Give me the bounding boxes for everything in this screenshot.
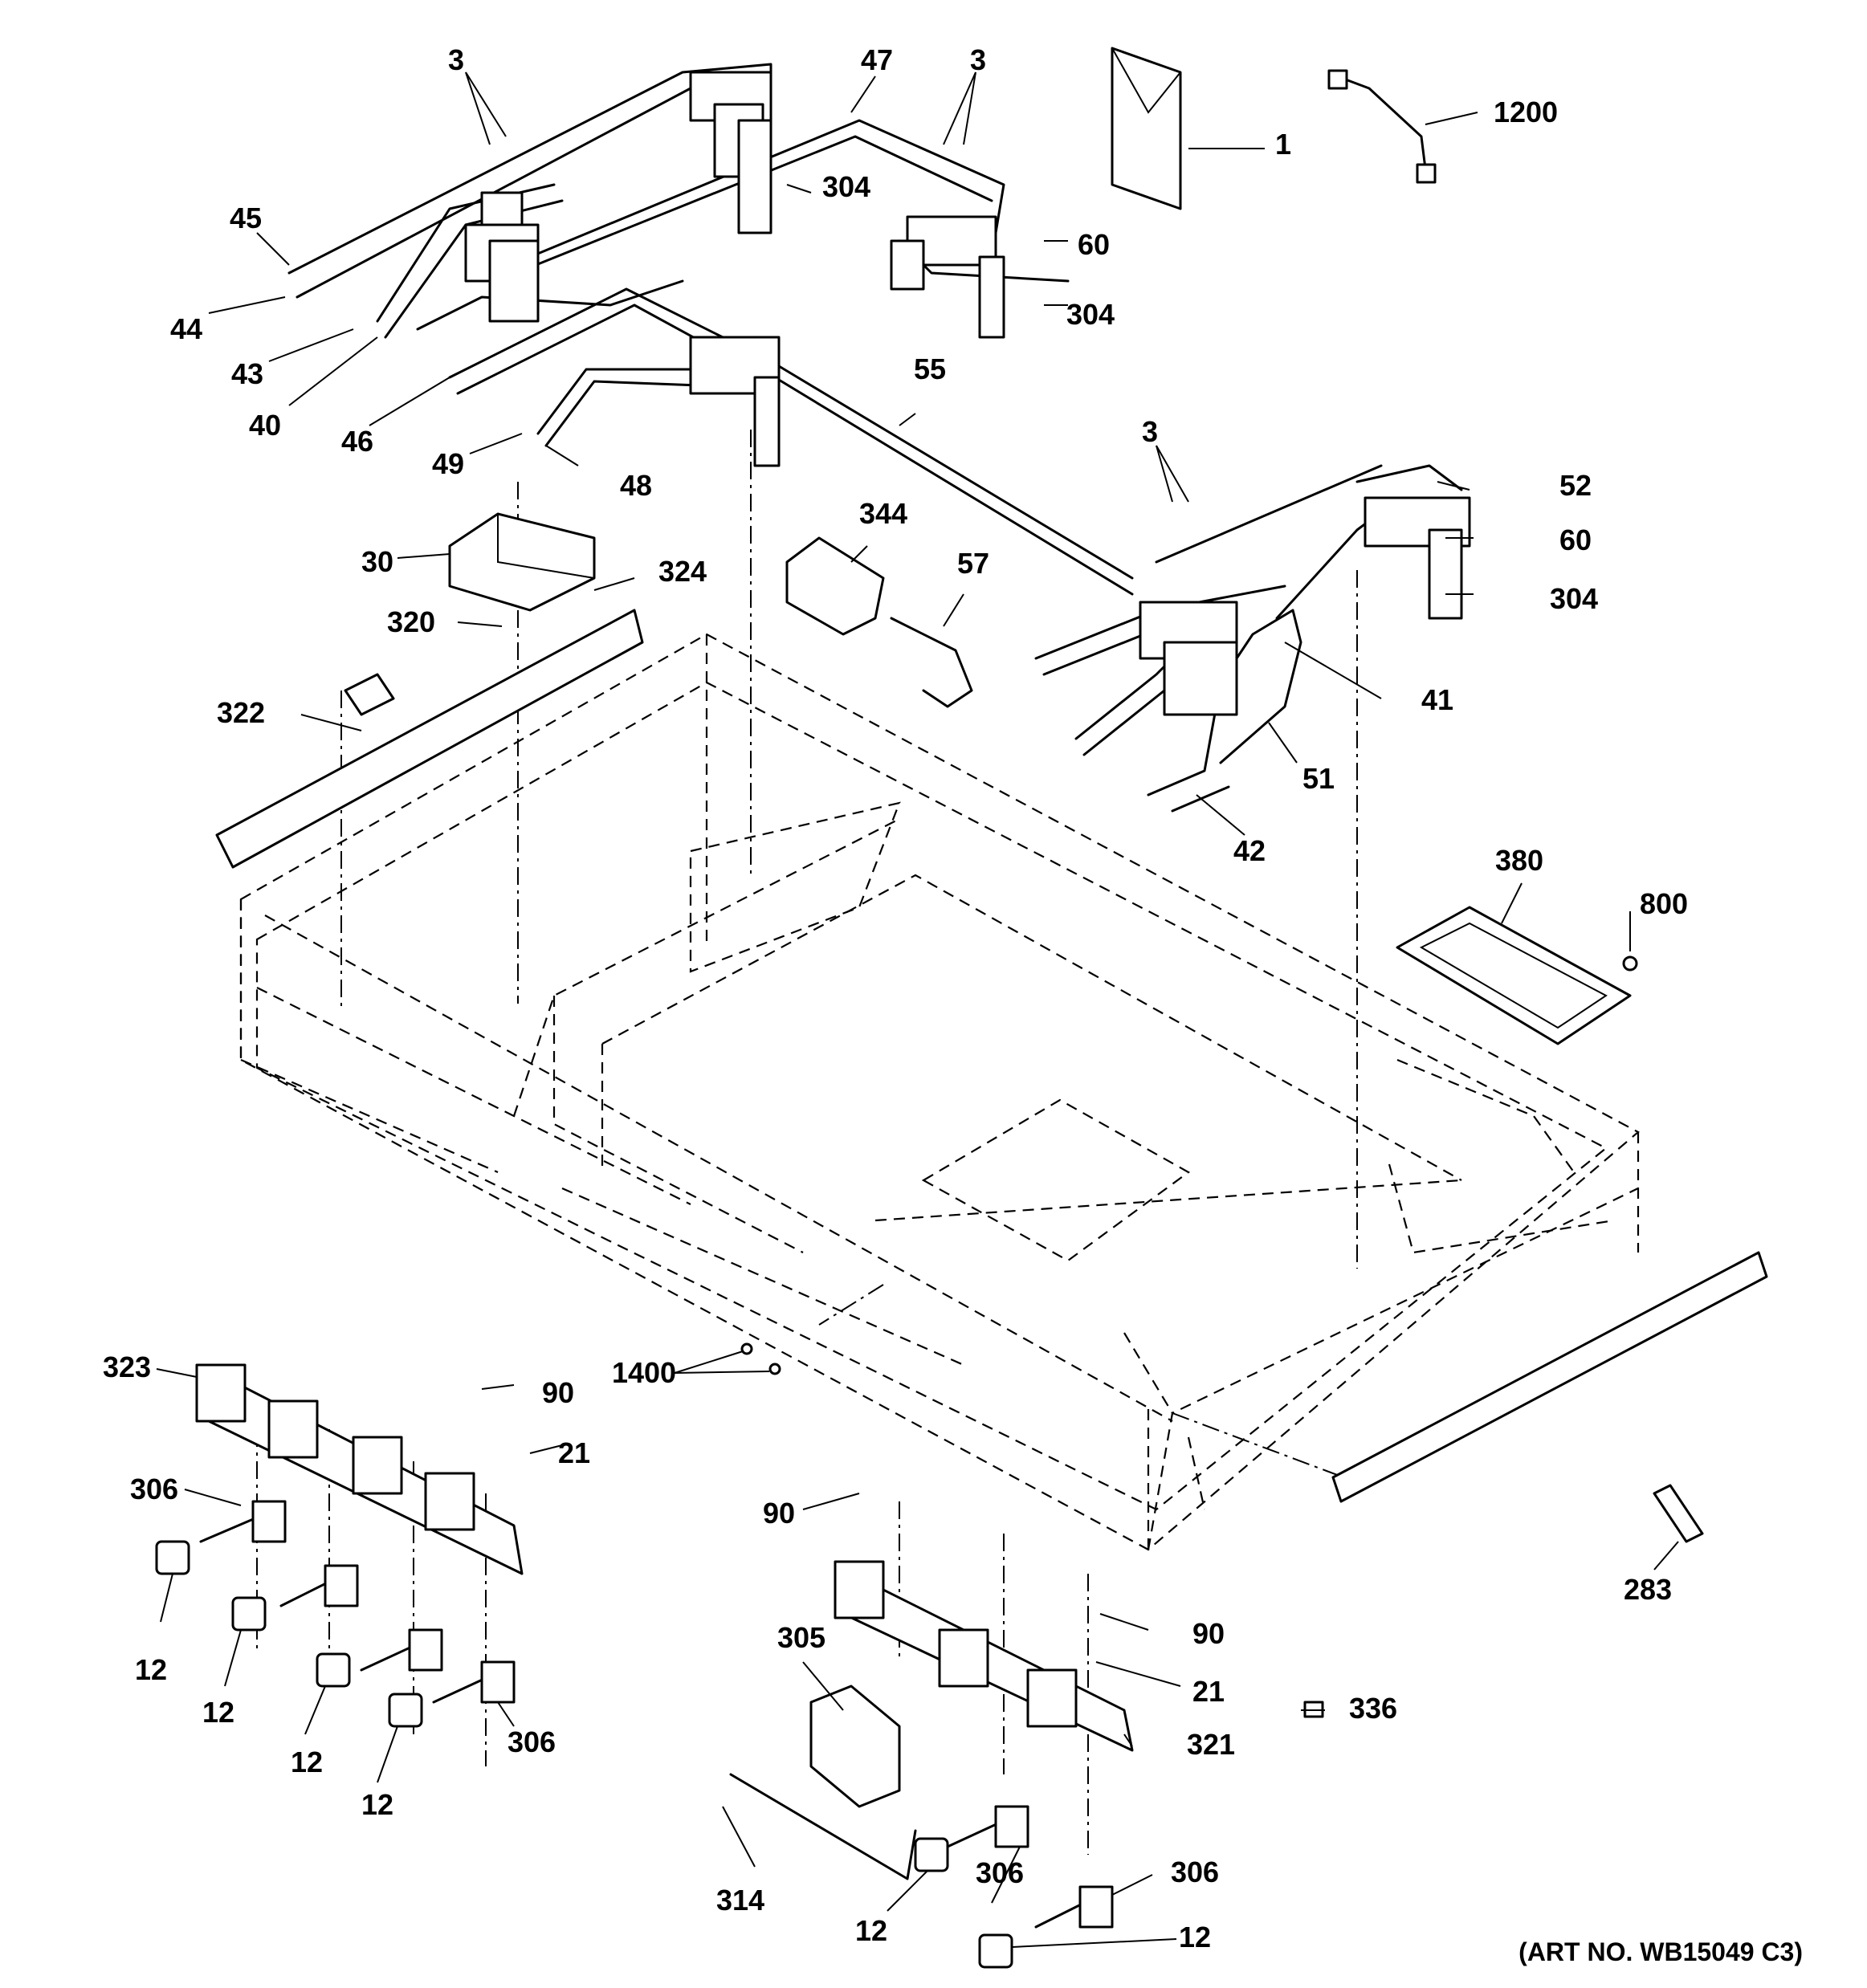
callout-12: 12: [134, 1653, 168, 1686]
callout-60: 60: [1559, 523, 1592, 556]
callout-323: 323: [102, 1350, 152, 1383]
callout-1: 1: [1274, 128, 1292, 161]
gas-tubes: [287, 63, 1463, 813]
callout-3: 3: [1141, 415, 1159, 448]
callout-21: 21: [1192, 1675, 1225, 1708]
callout-344: 344: [858, 497, 908, 530]
callout-12: 12: [202, 1696, 235, 1729]
callout-52: 52: [1559, 469, 1592, 502]
callout-51: 51: [1302, 762, 1335, 795]
callout-47: 47: [860, 43, 894, 76]
gas-valves: [199, 1500, 1114, 1929]
callout-304: 304: [821, 170, 871, 203]
front-rail-right: [1331, 1251, 1768, 1503]
literature-envelope: [1111, 47, 1182, 210]
callout-304: 304: [1549, 582, 1599, 615]
callout-21: 21: [557, 1436, 591, 1469]
callout-305: 305: [777, 1621, 826, 1654]
callout-55: 55: [913, 352, 947, 385]
callout-3: 3: [969, 43, 987, 76]
mounting-bracket-380: [1396, 906, 1632, 1045]
callout-90: 90: [762, 1497, 796, 1530]
callout-60: 60: [1077, 228, 1111, 261]
valve-assembly-right-upper: [1364, 496, 1471, 620]
callout-12: 12: [290, 1746, 324, 1778]
callout-57: 57: [956, 547, 990, 580]
callout-42: 42: [1233, 834, 1266, 867]
art-number: (ART NO. WB15049 C3): [1518, 1937, 1803, 1966]
valve-assembly-top-right: [890, 215, 1005, 339]
leader-lines: [156, 71, 1679, 1948]
transformer-bracket: [215, 609, 644, 869]
callout-306: 306: [129, 1473, 179, 1505]
valve-bank-right: [834, 1560, 1134, 1752]
valve-assembly-right-lower: [1139, 601, 1238, 716]
callout-314: 314: [715, 1884, 765, 1917]
callout-43: 43: [230, 357, 264, 390]
regulator: [785, 536, 885, 636]
callout-90: 90: [1192, 1617, 1225, 1650]
callout-304: 304: [1066, 298, 1115, 331]
callout-322: 322: [216, 696, 266, 729]
small-parts: [740, 955, 1704, 1718]
callout-306: 306: [507, 1725, 556, 1758]
callout-12: 12: [854, 1914, 888, 1947]
callout-40: 40: [248, 409, 282, 442]
callout-306: 306: [975, 1856, 1025, 1889]
callout-324: 324: [658, 555, 707, 588]
thermocouple: [729, 1773, 917, 1880]
control-knobs: [155, 1540, 1013, 1969]
callout-1200: 1200: [1493, 96, 1559, 128]
callout-30: 30: [361, 545, 394, 578]
callout-283: 283: [1623, 1573, 1673, 1606]
callout-49: 49: [431, 447, 465, 480]
burner-box-chassis: [239, 633, 1640, 1551]
callout-306: 306: [1170, 1856, 1220, 1888]
valve-assembly-top-left: [464, 191, 540, 323]
callout-41: 41: [1421, 683, 1454, 716]
callout-44: 44: [169, 312, 203, 345]
callout-3: 3: [447, 43, 465, 76]
callout-1400: 1400: [611, 1356, 677, 1389]
callout-12: 12: [1178, 1921, 1212, 1953]
callout-336: 336: [1348, 1692, 1398, 1725]
callout-48: 48: [619, 469, 653, 502]
valve-assembly-middle: [689, 336, 781, 467]
valve-bank-left: [195, 1363, 524, 1575]
callout-321: 321: [1186, 1728, 1236, 1761]
callout-90: 90: [541, 1376, 575, 1409]
wire-harness: [1327, 69, 1437, 184]
callout-46: 46: [340, 425, 374, 458]
valve-assembly-top-center: [689, 71, 772, 234]
switch-assembly: [809, 1685, 901, 1808]
spark-module: [448, 512, 596, 612]
callout-45: 45: [229, 202, 263, 234]
callout-380: 380: [1494, 844, 1544, 877]
callout-320: 320: [386, 605, 436, 638]
callout-12: 12: [361, 1788, 394, 1821]
flex-hose: [890, 617, 973, 708]
callout-800: 800: [1639, 887, 1689, 920]
